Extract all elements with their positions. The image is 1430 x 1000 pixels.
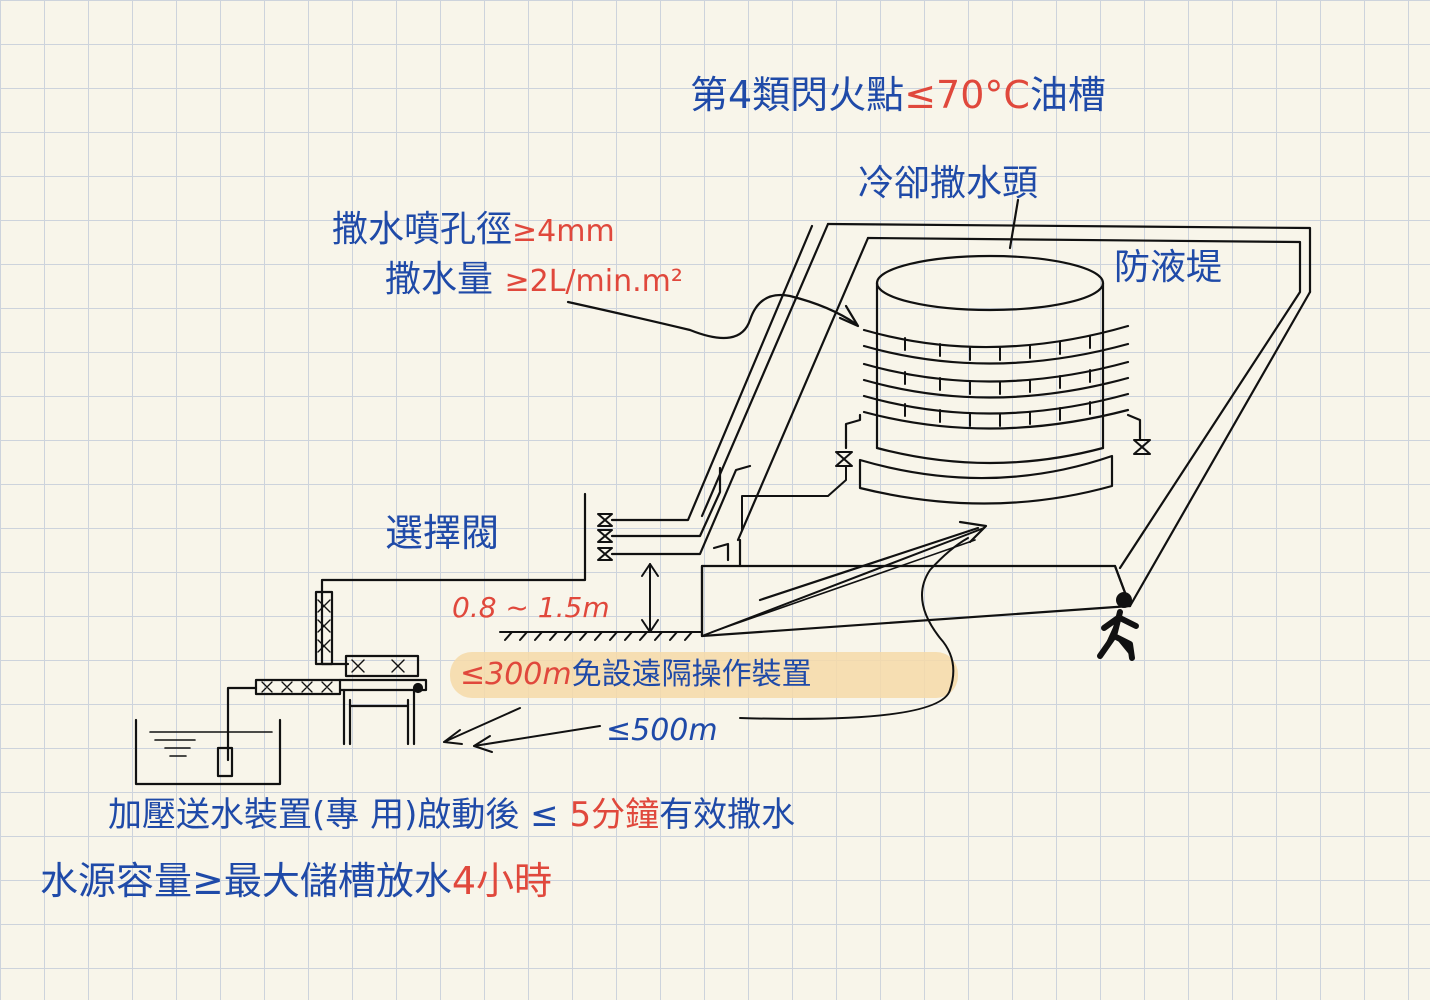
dike-arrow [758, 526, 980, 602]
note-line-2: 水源容量≥最大儲槽放水4小時 [40, 862, 552, 900]
running-person-icon [1097, 592, 1139, 661]
water-tank [134, 718, 282, 786]
spray-amount-label: 撒水量 ≥2L/min.m² [385, 262, 683, 298]
note-line-1-tail: 有效撒水 [659, 795, 796, 835]
page-title: 第4類閃火點≤70°C油槽 [690, 76, 1106, 114]
nozzle-diameter-text: 撒水噴孔徑 [332, 209, 513, 250]
selector-valve-label: 選擇閥 [385, 511, 500, 555]
nozzle-diameter-value: ≥4mm [512, 214, 615, 249]
valve-icon [741, 439, 1151, 531]
note-line-2-text: 水源容量≥最大儲槽放水 [40, 859, 452, 903]
distance-500-label: ≤500m [606, 713, 718, 748]
note-line-1-text: 加壓送水裝置(專 用)啟動後 ≤ [108, 795, 559, 835]
title-prefix: 第4類閃火點 [690, 73, 905, 117]
dike-wall [700, 222, 1312, 638]
title-flashpoint: ≤70°C [904, 73, 1030, 117]
remote-op-text: 免設遠隔操作裝置 [571, 657, 812, 692]
selector-valve-icons [597, 513, 613, 561]
note-line-2-value: 4小時 [451, 859, 553, 903]
note-line-1-value: 5分鐘 [569, 795, 660, 835]
remote-op-highlight [450, 652, 958, 698]
selector-valve-piping [320, 224, 814, 666]
dike-arrow-head [958, 520, 988, 544]
note-line-1: 加壓送水裝置(專 用)啟動後 ≤ 5分鐘有效撒水 [108, 798, 795, 832]
oil-tank [844, 254, 1142, 505]
cooling-head-label: 冷卻撒水頭 [858, 163, 1039, 204]
cooling-head-pointer [1008, 198, 1020, 250]
height-dimension [499, 563, 703, 641]
title-suffix: 油槽 [1029, 73, 1106, 117]
dike-label: 防液堤 [1114, 247, 1223, 288]
spray-leader-arrow [566, 293, 860, 340]
nozzle-diameter-label: 撒水噴孔徑≥4mm [332, 212, 615, 248]
spray-amount-value: ≥2L/min.m² [504, 264, 683, 299]
remote-op-label: ≤300m免設遠隔操作裝置 [460, 660, 812, 690]
valve-height-label: 0.8 ~ 1.5m [452, 591, 610, 624]
distance-arrows [443, 537, 969, 753]
pump-system [216, 590, 428, 778]
spray-amount-text: 撒水量 [385, 259, 494, 300]
remote-op-value: ≤300m [460, 657, 572, 692]
